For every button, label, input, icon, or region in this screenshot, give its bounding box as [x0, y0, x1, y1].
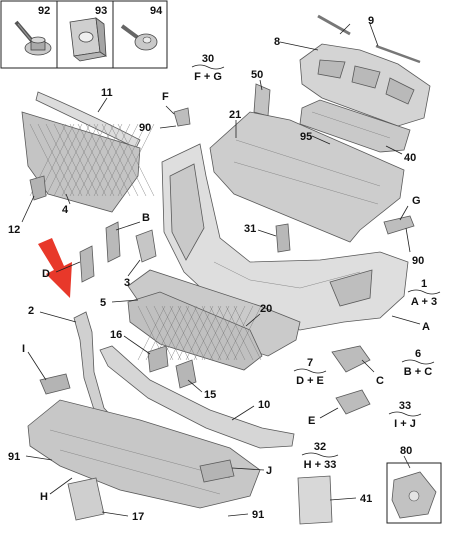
label-3: 3	[124, 277, 130, 289]
part-4-grille	[21, 111, 155, 213]
svg-text:A + 3: A + 3	[411, 296, 437, 308]
kit-6: 6 B + C	[401, 348, 435, 378]
label-10: 10	[258, 399, 270, 411]
kit-1: 1 A + 3	[407, 278, 441, 308]
part-3-insert	[135, 229, 157, 263]
label-4: 4	[62, 204, 69, 216]
part-I-bracket	[39, 373, 71, 395]
label-91a: 91	[8, 451, 20, 463]
label-21: 21	[229, 109, 241, 121]
kit-33: 33 I + J	[388, 400, 422, 430]
label-5: 5	[100, 297, 106, 309]
screw-with-washer-icon	[14, 20, 52, 56]
label-16: 16	[110, 329, 122, 341]
part-C-trim	[331, 345, 371, 373]
kit-32: 32 H + 33	[301, 441, 339, 471]
svg-text:B + C: B + C	[404, 366, 432, 378]
svg-text:H + 33: H + 33	[304, 459, 337, 471]
label-17: 17	[132, 511, 144, 523]
part-8-upper-crossmember	[299, 43, 431, 127]
kit-7: 7 D + E	[293, 357, 327, 387]
part-31-bracket	[275, 223, 291, 253]
part-B-bracket	[105, 221, 121, 263]
fastener-93-label: 93	[95, 5, 107, 17]
label-20: 20	[260, 303, 272, 315]
svg-text:I + J: I + J	[394, 418, 416, 430]
label-15: 15	[204, 389, 216, 401]
label-2: 2	[28, 305, 34, 317]
part-D-bracket	[79, 245, 95, 283]
label-D: D	[42, 268, 50, 280]
clip-nut-icon	[69, 17, 108, 62]
svg-text:32: 32	[314, 441, 326, 453]
label-40: 40	[404, 152, 416, 164]
fastener-94-label: 94	[150, 5, 163, 17]
leader-lines	[21, 23, 421, 517]
svg-text:33: 33	[399, 400, 411, 412]
part-80-inset	[386, 462, 442, 524]
part-J-bracket	[199, 459, 235, 483]
callout-arrow-icon	[38, 238, 72, 298]
part-41-sheet	[297, 475, 333, 525]
label-90a: 90	[139, 122, 151, 134]
label-31: 31	[244, 223, 256, 235]
label-91b: 91	[252, 509, 264, 521]
label-41: 41	[360, 493, 372, 505]
label-H: H	[40, 491, 48, 503]
part-16-insert	[147, 345, 169, 373]
fastener-92-label: 92	[38, 5, 50, 17]
svg-text:7: 7	[307, 357, 313, 369]
label-90b: 90	[412, 255, 424, 267]
part-5-lower-grille	[127, 291, 263, 371]
svg-text:6: 6	[415, 348, 421, 360]
label-F: F	[162, 91, 169, 103]
label-95: 95	[300, 131, 312, 143]
label-I: I	[22, 343, 25, 355]
part-17-panel	[67, 477, 105, 521]
label-B: B	[142, 212, 150, 224]
label-8: 8	[274, 36, 280, 48]
label-E: E	[308, 415, 315, 427]
label-80: 80	[400, 445, 412, 457]
part-F-clip	[173, 107, 191, 127]
part-E-bezel	[335, 389, 371, 415]
svg-text:30: 30	[202, 53, 214, 65]
label-12: 12	[8, 224, 20, 236]
part-labels: 9 8 11 50 F 90 21 95 40 4 12 B 31 G 90 D…	[8, 15, 430, 523]
kit-30: 30 F + G	[191, 53, 225, 83]
label-G: G	[412, 195, 421, 207]
svg-text:1: 1	[421, 278, 427, 290]
label-50: 50	[251, 69, 263, 81]
label-11: 11	[101, 87, 113, 99]
label-9: 9	[368, 15, 374, 27]
svg-text:F + G: F + G	[194, 71, 222, 83]
push-rivet-icon	[120, 24, 158, 51]
part-15-insert	[175, 359, 197, 389]
part-G-side-bracket	[383, 215, 415, 235]
fastener-legend: 92 93 94	[0, 0, 168, 69]
label-A: A	[422, 321, 430, 333]
part-12-grille-bracket	[29, 175, 47, 201]
kit-formulas: 30 F + G 1 A + 3 6 B + C 7 D + E 33 I + …	[191, 53, 441, 471]
label-C: C	[376, 375, 384, 387]
part-21-impact-absorber	[209, 111, 405, 243]
part-10-lower-lip	[99, 345, 295, 449]
label-J: J	[266, 465, 272, 477]
part-9-upper-strips	[317, 14, 421, 64]
svg-text:D + E: D + E	[296, 375, 324, 387]
